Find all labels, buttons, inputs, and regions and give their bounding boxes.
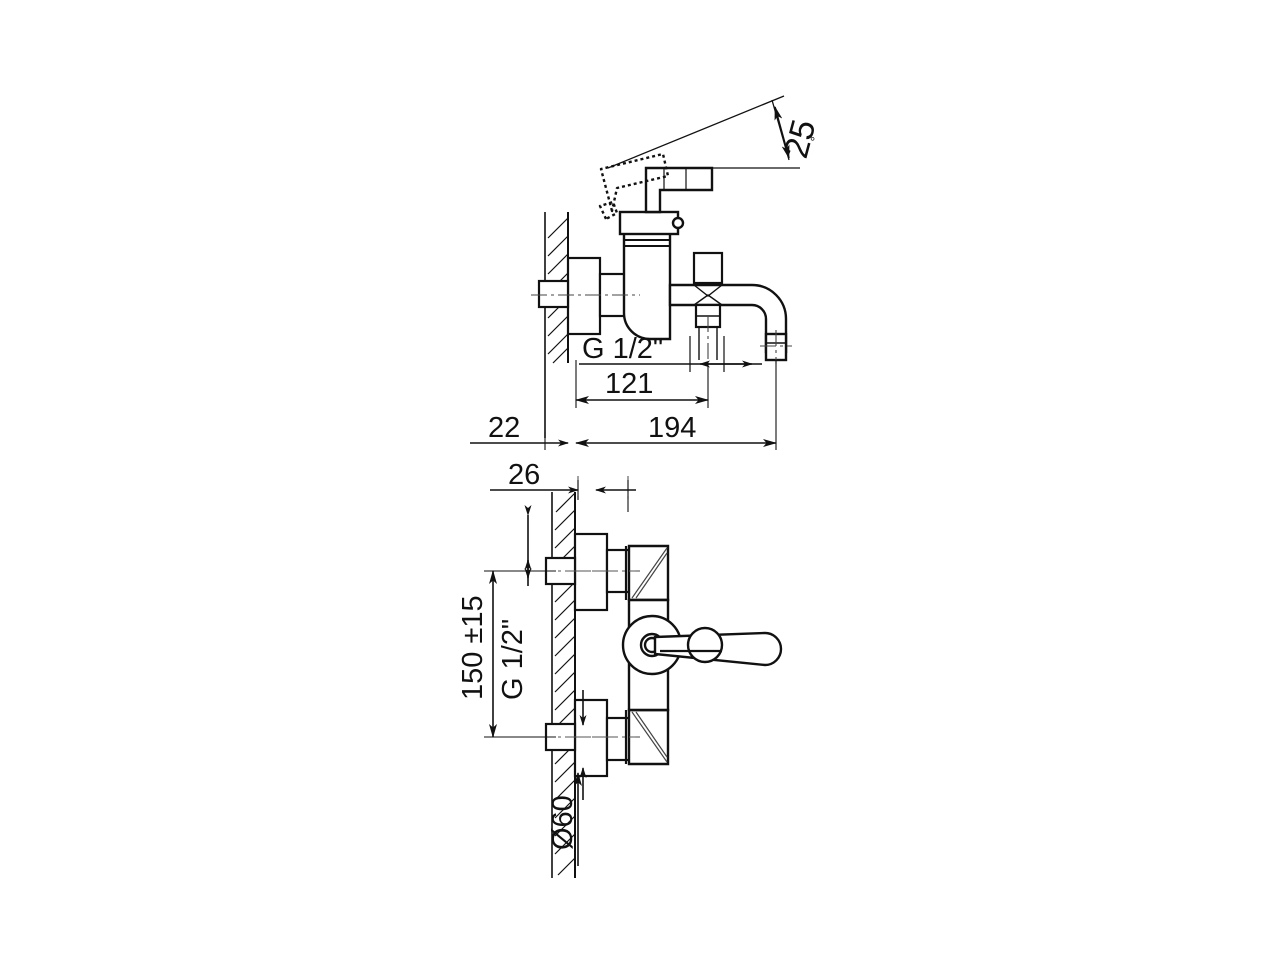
dimension-121: 121: [575, 360, 709, 408]
valve-body-upper: [622, 224, 672, 341]
mixer-body-divider-lines: [624, 546, 668, 764]
svg-text:G 1/2": G 1/2": [582, 333, 663, 365]
dimension-150: 150 ±15: [457, 570, 556, 738]
angle-degree-symbol: °: [810, 134, 815, 149]
svg-text:°: °: [810, 134, 815, 149]
wall-escutcheon-upper: [566, 256, 602, 336]
valve-cap-upper: [618, 210, 685, 236]
shower-outlet-stub-upper: [692, 251, 724, 297]
lever-ghost-dotted: [598, 152, 670, 221]
lever-inner-line: [663, 168, 687, 190]
svg-text:121: 121: [605, 368, 653, 400]
lever-handle-upper[interactable]: [644, 166, 714, 214]
dimension-194: 194: [575, 360, 777, 450]
dimension-22: 22: [470, 412, 569, 450]
inlet-nut-upper: [537, 279, 570, 309]
mixer-body-chamfer-lines: [631, 547, 668, 763]
svg-text:194: 194: [648, 412, 696, 444]
svg-text:22: 22: [488, 412, 520, 444]
angle-arc-arrows: [774, 106, 790, 159]
escutcheon-top-lower: [573, 532, 609, 612]
dimension-26: 26: [490, 459, 636, 512]
svg-text:150 ±15: 150 ±15: [457, 595, 489, 700]
escutcheon-bottom-lower: [573, 698, 609, 778]
thread-dimension-upper: G 1/2": [579, 333, 762, 372]
front-elevation-view: 26 150 ±15 G 1/2": [457, 459, 783, 878]
svg-text:26: 26: [508, 459, 540, 491]
svg-text:Ø60: Ø60: [547, 795, 579, 850]
thread-dimension-front: G 1/2": [497, 505, 587, 800]
lever-handle-front[interactable]: [653, 626, 783, 667]
cartridge-bands: [624, 239, 670, 247]
svg-text:G 1/2": G 1/2": [497, 619, 529, 700]
dimension-diameter-60: Ø60: [547, 772, 582, 866]
centerlines-upper: [531, 294, 792, 364]
